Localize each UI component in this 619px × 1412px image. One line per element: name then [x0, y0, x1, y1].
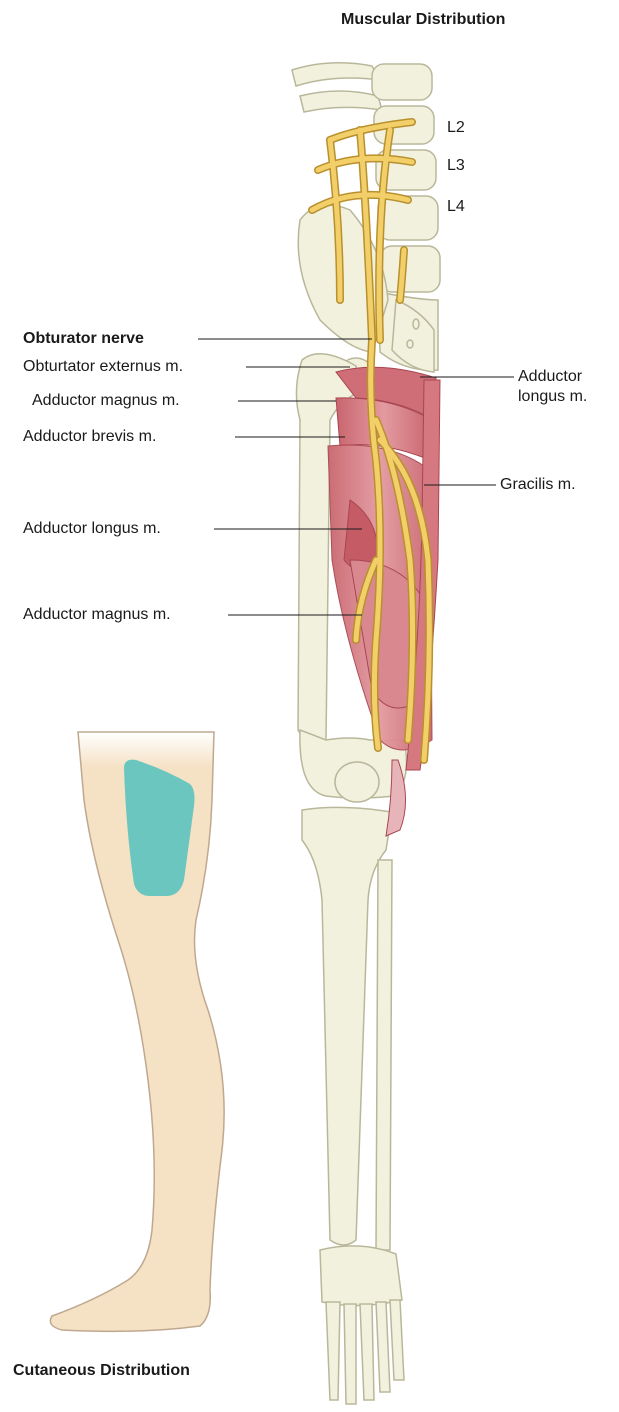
root-label-l3: L3 — [447, 157, 465, 175]
diagram-title: Muscular Distribution — [341, 11, 505, 29]
cutaneous-title: Cutaneous Distribution — [13, 1362, 190, 1380]
gracilis-label: Gracilis m. — [500, 476, 576, 494]
cutaneous-leg — [50, 732, 224, 1331]
patella — [335, 762, 379, 802]
adductor-magnus-label-lower: Adductor magnus m. — [23, 606, 171, 624]
obturator-nerve-label: Obturator nerve — [23, 330, 144, 348]
adductor-longus-label-left: Adductor longus m. — [23, 520, 161, 538]
foot-bones — [320, 1246, 404, 1404]
root-label-l2: L2 — [447, 119, 465, 137]
adductor-longus-label-right-line1: Adductor — [518, 368, 582, 386]
root-label-l4: L4 — [447, 198, 465, 216]
adductor-brevis-label: Adductor brevis m. — [23, 428, 156, 446]
adductor-magnus-label-upper: Adductor magnus m. — [32, 392, 180, 410]
lower-leg-bones — [302, 807, 392, 1250]
obturator-externus-label: Obturtator externus m. — [23, 358, 183, 376]
adductor-longus-label-right-line2: longus m. — [518, 388, 587, 406]
